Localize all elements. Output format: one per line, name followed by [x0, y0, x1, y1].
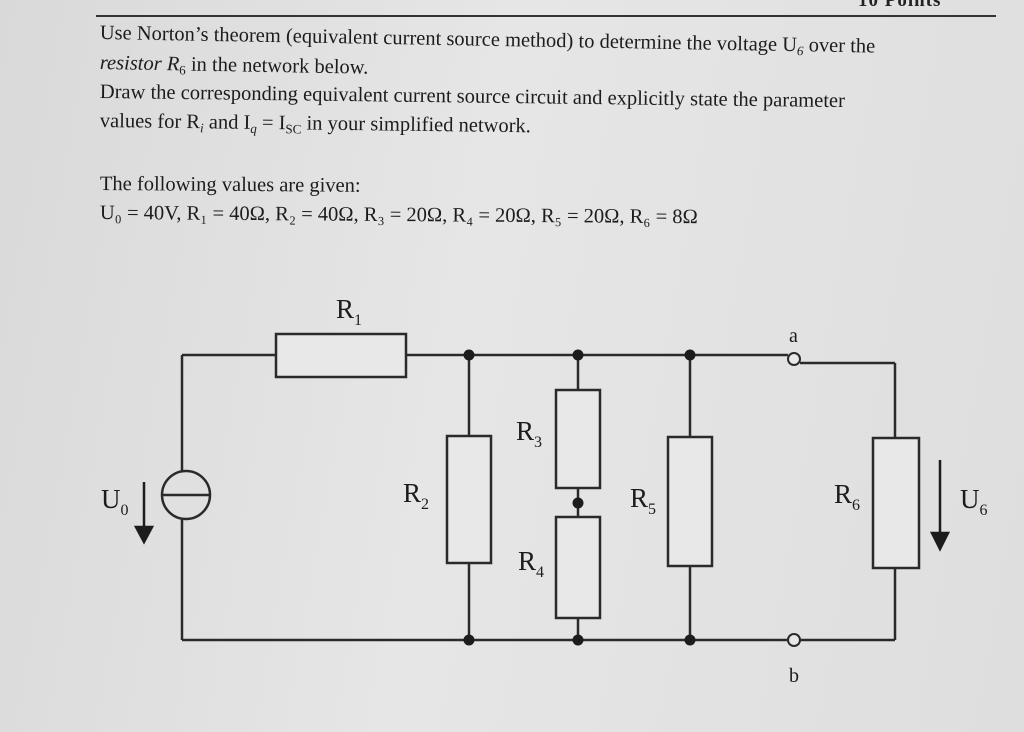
terminal-b — [787, 633, 801, 647]
label-r6: R6 — [834, 479, 860, 514]
label-node-a: a — [789, 325, 798, 347]
junction-dot — [463, 349, 475, 361]
label-u0: U0 — [101, 484, 129, 519]
junction-dot — [684, 634, 696, 646]
voltage-source-u0 — [160, 469, 212, 521]
junction-dot — [572, 634, 584, 646]
label-r3: R3 — [516, 416, 542, 451]
resistor-r5 — [666, 435, 714, 568]
u6-arrow-head — [929, 531, 951, 552]
resistor-r6 — [871, 436, 921, 570]
header-rule — [96, 15, 996, 17]
junction-dot — [572, 349, 584, 361]
label-r5: R5 — [630, 483, 656, 518]
junction-dot — [572, 497, 584, 509]
junction-dot — [684, 349, 696, 361]
label-u6: U6 — [960, 484, 988, 519]
label-node-b: b — [789, 665, 799, 687]
resistor-r1 — [274, 332, 408, 379]
junction-dot — [463, 634, 475, 646]
resistor-r3 — [554, 388, 602, 490]
label-r1: R1 — [336, 294, 362, 329]
terminal-a — [787, 352, 801, 366]
resistor-r2 — [445, 434, 493, 565]
label-r4: R4 — [518, 546, 544, 581]
u0-arrow-head — [133, 525, 155, 545]
label-r2: R2 — [403, 478, 429, 513]
points-label: 10 Points — [858, 0, 942, 11]
resistor-r4 — [554, 515, 602, 620]
